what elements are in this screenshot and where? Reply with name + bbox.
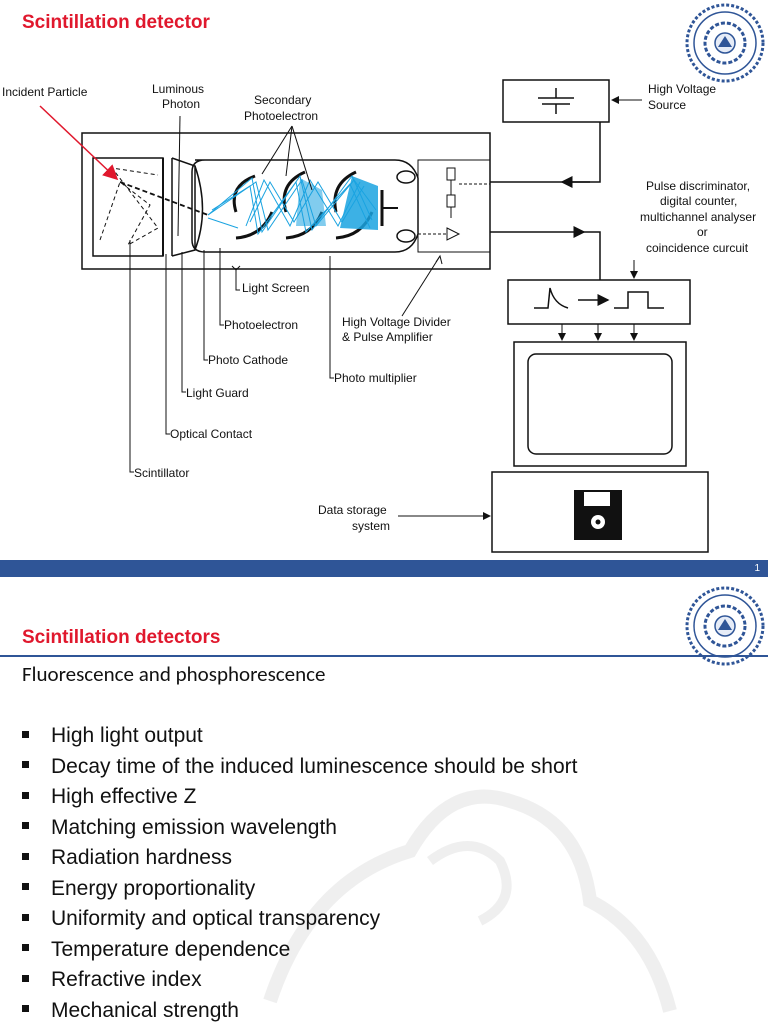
photomultiplier-tube — [191, 159, 419, 253]
slide-2: Scintillation detectors Fluorescence and… — [0, 581, 768, 1024]
label-pulse-2: digital counter, — [660, 194, 737, 208]
scintillation-detector-diagram: Incident Particle Luminous Photon Second… — [2, 79, 756, 553]
label-hv-source-1: High Voltage — [648, 82, 716, 96]
label-light-screen: Light Screen — [242, 281, 309, 295]
label-pulse-4: or — [697, 225, 708, 239]
label-photo-multiplier: Photo multiplier — [334, 371, 417, 385]
slide-footer-bar — [0, 560, 768, 577]
label-data-storage-2: system — [352, 519, 390, 533]
label-photoelectron: Photoelectron — [224, 318, 298, 332]
label-pulse-3: multichannel analyser — [640, 210, 756, 224]
label-secondary-1: Secondary — [254, 93, 311, 107]
label-secondary-2: Photoelectron — [244, 109, 318, 123]
bullet-list: High light output Decay time of the indu… — [22, 721, 577, 1024]
label-optical-contact: Optical Contact — [170, 427, 253, 441]
slide-1: Scintillation detector — [2, 3, 765, 553]
list-item: Decay time of the induced luminescence s… — [22, 752, 577, 783]
list-item: High effective Z — [22, 782, 577, 813]
hv-source-box — [502, 79, 610, 123]
label-pulse-1: Pulse discriminator, — [646, 179, 750, 193]
list-item: Uniformity and optical transparency — [22, 904, 577, 935]
incident-particle-arrow — [39, 105, 119, 181]
label-pulse-5: coincidence curcuit — [646, 241, 749, 255]
data-storage-box — [491, 471, 709, 553]
slide-2-title: Scintillation detectors — [22, 627, 221, 648]
label-data-storage-1: Data storage — [318, 503, 387, 517]
slide-1-title: Scintillation detector — [22, 12, 210, 33]
label-scintillator: Scintillator — [134, 466, 189, 480]
label-photo-cathode: Photo Cathode — [208, 353, 288, 367]
institute-seal-icon — [685, 3, 765, 83]
label-light-guard: Light Guard — [186, 386, 249, 400]
list-item: Refractive index — [22, 965, 577, 996]
scintillator-crystal — [92, 157, 164, 257]
label-hv-source-2: Source — [648, 98, 686, 112]
lion-watermark-icon — [263, 789, 677, 1013]
list-item: Energy proportionality — [22, 874, 577, 905]
detector-housing — [81, 132, 491, 270]
pulse-discriminator-box — [507, 279, 691, 325]
list-item: Temperature dependence — [22, 935, 577, 966]
page-number: 1 — [754, 563, 760, 574]
label-hv-divider-1: High Voltage Divider — [342, 315, 451, 329]
list-item: High light output — [22, 721, 577, 752]
list-item: Matching emission wavelength — [22, 813, 577, 844]
label-luminous-photon-2: Photon — [162, 97, 200, 111]
list-item: Radiation hardness — [22, 843, 577, 874]
label-hv-divider-2: & Pulse Amplifier — [342, 330, 433, 344]
institute-seal-icon — [685, 586, 765, 666]
label-incident-particle: Incident Particle — [2, 85, 88, 99]
slide-2-subtitle: Fluorescence and phosphorescence — [22, 661, 326, 687]
list-item: Mechanical strength — [22, 996, 577, 1024]
label-luminous-photon-1: Luminous — [152, 82, 204, 96]
monitor — [513, 341, 687, 467]
title-underline — [0, 655, 768, 657]
